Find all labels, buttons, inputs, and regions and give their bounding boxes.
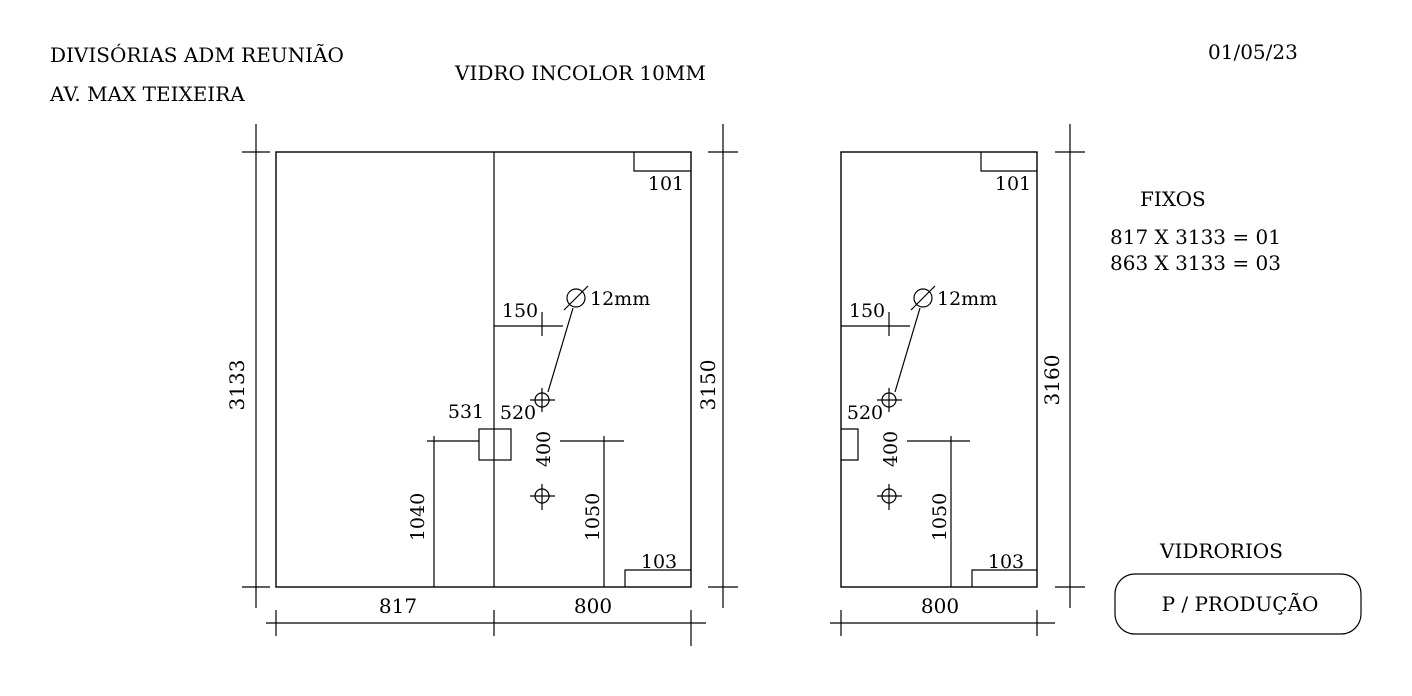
diameter-icon-right <box>913 288 933 308</box>
hole-leader <box>547 307 574 393</box>
drawing-date: 01/05/23 <box>1208 40 1298 64</box>
fixed-item: 863 X 3133 = 03 <box>1110 251 1281 275</box>
dim-height-3160: 3160 <box>1040 355 1064 406</box>
lock-cutout <box>478 428 512 461</box>
fixed-list-title: FIXOS <box>1140 187 1206 211</box>
fixed-item: 817 X 3133 = 01 <box>1110 225 1281 249</box>
panel-left: 3133 3150 817 800 101 103 150 12mm <box>225 124 738 646</box>
project-address: AV. MAX TEIXEIRA <box>49 82 245 106</box>
corner-bottom-103: 103 <box>641 551 677 573</box>
production-stamp <box>1114 573 1362 635</box>
dim-lock-531: 531 <box>448 401 484 423</box>
supplier-label: VIDRORIOS <box>1159 539 1283 563</box>
dim-width-800-right: 800 <box>921 594 959 618</box>
dim-hole-offset-150-right: 150 <box>849 300 885 322</box>
panel-right: 3160 800 101 103 150 12mm 520 400 <box>830 124 1085 636</box>
corner-notch-top <box>633 152 691 172</box>
dim-hole-spacing-400-right: 400 <box>880 431 902 467</box>
hole-diameter-12mm-right: 12mm <box>937 288 997 310</box>
dim-hole-520-right: 520 <box>847 402 883 424</box>
corner-top-101: 101 <box>648 173 684 195</box>
dim-width-817: 817 <box>379 594 417 618</box>
hole-diameter-12mm: 12mm <box>590 288 650 310</box>
panel-left-outline <box>275 151 692 588</box>
dim-hole-offset-150: 150 <box>502 300 538 322</box>
dim-hole-spacing-400: 400 <box>533 431 555 467</box>
dim-width-800: 800 <box>574 594 612 618</box>
dim-hole-520: 520 <box>500 402 536 424</box>
lock-cutout-right <box>841 428 859 461</box>
material-label: VIDRO INCOLOR 10MM <box>454 61 706 85</box>
dim-handle-height-1050: 1050 <box>582 493 604 541</box>
dim-height-3133: 3133 <box>225 360 249 411</box>
diameter-icon <box>566 288 586 308</box>
corner-bottom-103-right: 103 <box>988 551 1024 573</box>
dim-lock-height-1040: 1040 <box>407 493 429 541</box>
corner-notch-bottom <box>624 569 691 587</box>
panel-right-outline <box>840 151 1038 588</box>
dim-handle-height-1050-right: 1050 <box>929 493 951 541</box>
production-label: P / PRODUÇÃO <box>1162 592 1319 616</box>
project-title: DIVISÓRIAS ADM REUNIÃO <box>50 42 344 67</box>
dim-height-3150: 3150 <box>696 360 720 411</box>
corner-top-101-right: 101 <box>995 173 1031 195</box>
